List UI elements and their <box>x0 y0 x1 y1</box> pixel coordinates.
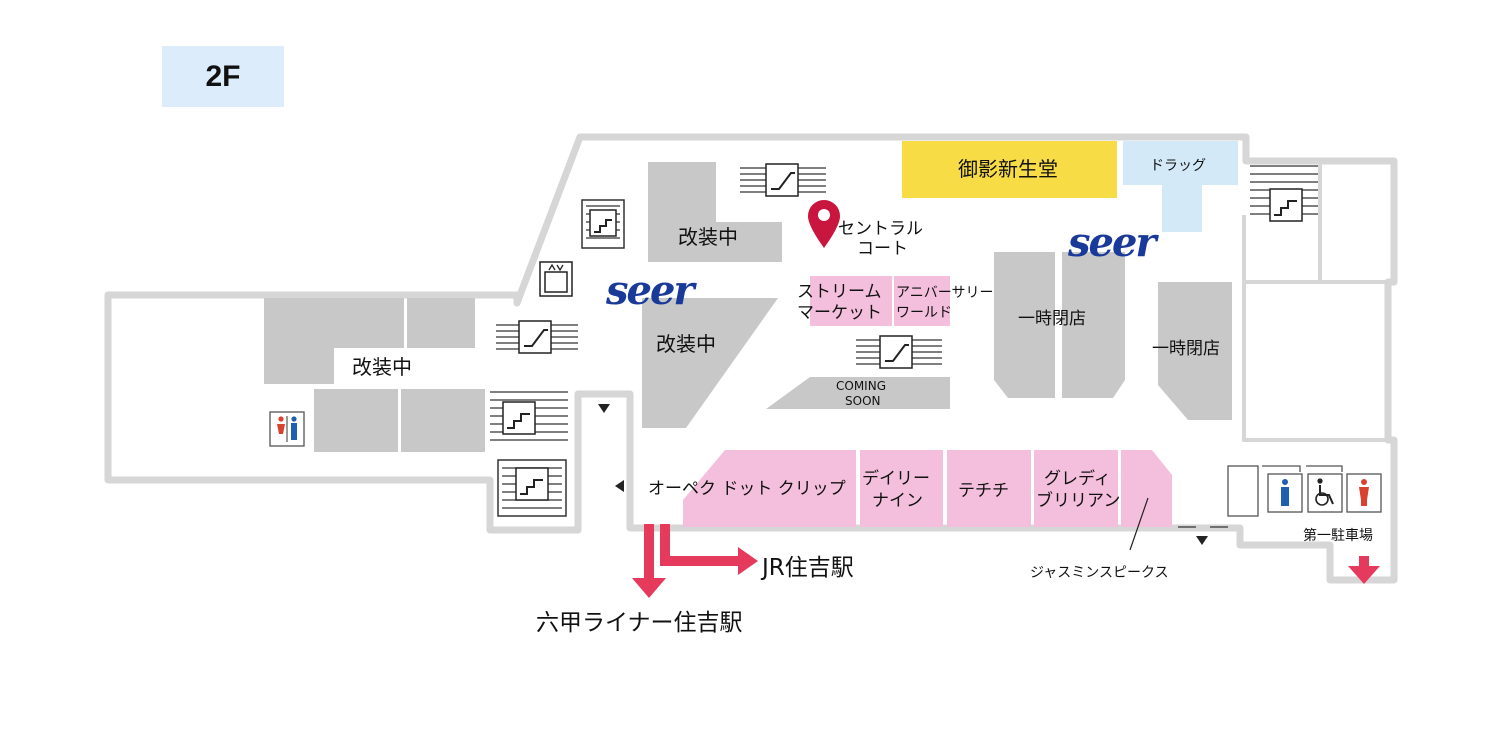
temporarily-closed-label: 一時閉店 <box>1152 339 1220 359</box>
store-label-mikage-shinseido: 御影新生堂 <box>958 157 1058 181</box>
store-block <box>264 348 334 384</box>
restroom-area <box>1227 465 1343 517</box>
escalator-icon <box>496 320 578 354</box>
gray-stores <box>264 162 1232 452</box>
down-arrow-icon <box>598 404 610 413</box>
elevator-icon <box>539 261 573 297</box>
renovating-label: 改装中 <box>352 355 412 379</box>
escalator-icon <box>856 335 942 369</box>
store-label-drug: ドラッグ <box>1150 158 1206 174</box>
store-drug <box>1123 141 1238 232</box>
store-block <box>648 162 782 262</box>
parking-label: 第一駐車場 <box>1303 528 1373 544</box>
store-block <box>314 389 398 452</box>
stairs-icon <box>581 199 625 249</box>
location-pin-icon <box>808 200 840 248</box>
store-label-daily-nine-2: ナイン <box>872 491 923 511</box>
down-arrow-icon <box>1196 536 1208 545</box>
jr-arrow-bar <box>660 556 740 566</box>
store-label-daily-nine-1: デイリー <box>862 469 930 489</box>
restroom-male-icon <box>1267 473 1303 513</box>
restroom-icon <box>269 411 305 447</box>
store-block <box>1062 252 1125 398</box>
store-block <box>1158 282 1232 420</box>
central-court-label-1: セントラル <box>838 219 923 239</box>
down-arrow-icon <box>1348 566 1380 584</box>
store-block <box>766 377 950 409</box>
rokko-liner-sumiyoshi-station-label: 六甲ライナー住吉駅 <box>536 610 743 636</box>
stairs-icon <box>497 459 567 517</box>
down-arrow-icon <box>632 578 666 598</box>
rokko-liner-arrow <box>644 524 654 580</box>
stairs-icon <box>490 391 568 441</box>
accessible-restroom-icon <box>1307 473 1343 513</box>
store-stream-market <box>810 276 892 326</box>
stairs-icon <box>1250 161 1322 280</box>
jr-arrow-stem <box>660 524 670 566</box>
store-gredi-brilliant <box>1034 450 1118 527</box>
store-label-anniversary-world-2: ワールド <box>896 305 952 321</box>
callout-line <box>1129 497 1149 551</box>
left-arrow-icon <box>615 480 624 492</box>
store-label-jasmine-peaks: ジャスミンスピークス <box>1030 565 1169 581</box>
renovating-label: 改装中 <box>656 332 716 356</box>
store-block <box>407 298 475 348</box>
right-arrow-icon <box>738 547 758 575</box>
restroom-female-icon <box>1346 473 1382 513</box>
exit-arrows <box>632 524 1380 598</box>
store-jasmine-peaks <box>1121 450 1172 527</box>
store-block <box>264 298 404 348</box>
store-label-stream-market-2: マーケット <box>797 303 882 323</box>
store-anniversary-world <box>894 276 950 326</box>
store-label-gredi-brilliant-1: グレディ <box>1044 469 1111 489</box>
store-block <box>642 298 778 428</box>
store-label-stream-market-1: ストリーム <box>797 282 882 302</box>
store-mikage-shinseido <box>902 141 1117 198</box>
renovating-label: 改装中 <box>678 225 738 249</box>
temporarily-closed-label: 一時閉店 <box>1018 309 1086 329</box>
pink-store-row <box>683 450 1172 527</box>
store-label-techichi: テチチ <box>958 481 1009 501</box>
central-court-label-2: コート <box>857 239 908 259</box>
store-techichi <box>947 450 1031 527</box>
coming-soon-label-1: COMING <box>836 379 886 393</box>
store-label-anniversary-world-1: アニバーサリー <box>896 285 994 301</box>
store-label-oepek: オーペク ドット クリップ <box>648 479 846 499</box>
coming-soon-label-2: SOON <box>845 394 881 408</box>
store-daily-nine <box>860 450 943 527</box>
store-block <box>401 389 485 452</box>
jr-sumiyoshi-station-label: JR住吉駅 <box>762 555 854 581</box>
escalator-icon <box>740 163 826 197</box>
store-label-gredi-brilliant-2: ブリリアン <box>1036 491 1121 511</box>
seer-logo: seer <box>606 267 694 314</box>
parking-arrow-stem <box>1359 556 1369 568</box>
store-oepek <box>683 450 856 527</box>
store-block <box>994 252 1055 398</box>
floor-label: 2F <box>162 46 284 107</box>
seer-logo: seer <box>1068 219 1156 266</box>
